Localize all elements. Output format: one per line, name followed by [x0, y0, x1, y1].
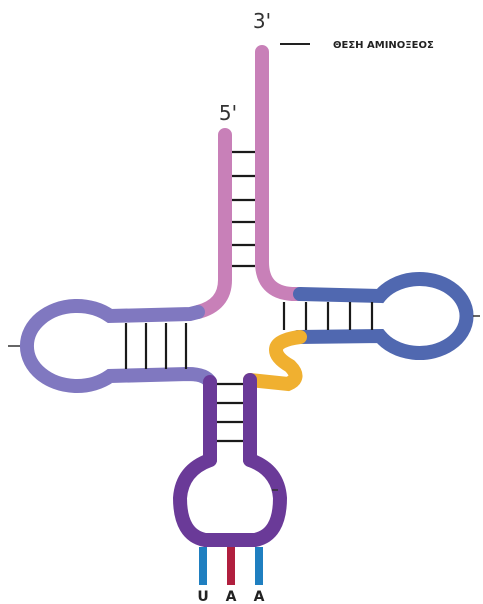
- d-arm: [27, 306, 210, 386]
- variable-loop: [250, 337, 300, 384]
- anticodon-base-label: U: [197, 589, 208, 604]
- anticodon-base-label: A: [226, 589, 237, 604]
- acceptor-3prime-strand: [262, 52, 300, 294]
- t-arm-strand: [298, 279, 467, 353]
- anticodon-base-label: A: [254, 589, 265, 604]
- anticodon-bases: [203, 547, 259, 585]
- acceptor-stem: [198, 52, 300, 312]
- five-prime-label: 5': [219, 101, 237, 125]
- acceptor-5prime-strand: [198, 135, 225, 312]
- t-arm: [298, 279, 467, 353]
- amino-acid-site-label: ΘΕΣΗ ΑΜΙΝΟΞΕΟΣ: [333, 40, 434, 51]
- anticodon-loop: [180, 460, 280, 540]
- three-prime-label: 3': [253, 9, 271, 33]
- d-arm-strand: [27, 306, 210, 386]
